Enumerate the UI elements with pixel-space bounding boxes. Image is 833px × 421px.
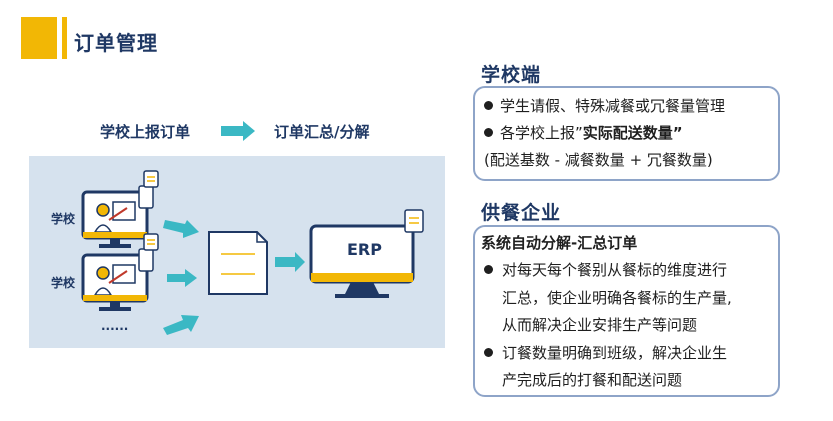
school-item-1: 学生请假、特殊减餐或冗餐量管理: [500, 97, 726, 115]
school-monitor-icon: [81, 190, 149, 248]
phone-order-icon: [138, 233, 159, 272]
school-label: 学校: [51, 276, 76, 290]
bullet-icon: [484, 348, 493, 357]
school-item-2: 各学校上报”实际配送数量”: [500, 124, 683, 142]
bullet-icon: [484, 265, 493, 274]
flow-label-order-summary: 订单汇总/分解: [274, 123, 370, 141]
title-accent-block: [21, 17, 57, 59]
supplier-heading: 系统自动分解-汇总订单: [481, 234, 638, 252]
erp-label: ERP: [347, 240, 382, 259]
school-section-box: [473, 86, 780, 181]
phone-order-icon: [138, 170, 159, 209]
bullet-icon: [484, 101, 493, 110]
order-flow-diagram: 学校 学校 ...... ERP: [29, 156, 445, 348]
flow-arrow-icon: [221, 121, 255, 141]
school-item-2-detail: (配送基数 - 减餐数量 + 冗餐数量): [484, 151, 713, 169]
supplier-item-1-line-3: 从而解决企业安排生产等问题: [502, 316, 698, 334]
supplier-item-1-line-2: 汇总，使企业明确各餐标的生产量,: [502, 289, 732, 307]
supplier-item-1-line-1: 对每天每个餐别从餐标的维度进行: [502, 261, 728, 279]
flow-arrow-icon: [163, 220, 199, 335]
school-monitor-icon: [81, 253, 149, 311]
bullet-icon: [484, 128, 493, 137]
school-label: 学校: [51, 212, 76, 226]
page-title: 订单管理: [74, 31, 158, 55]
title-accent-bar: [62, 17, 67, 59]
erp-monitor-icon: [309, 224, 415, 298]
more-schools-ellipsis: ......: [101, 319, 129, 333]
supplier-item-2-line-1: 订餐数量明确到班级，解决企业生: [502, 344, 728, 362]
summary-document-icon: [208, 231, 268, 295]
erp-note-icon: [404, 209, 424, 233]
supplier-section-box: [473, 225, 780, 397]
supplier-section-title: 供餐企业: [481, 202, 562, 224]
flow-arrow-icon: [275, 252, 305, 272]
supplier-item-2-line-2: 产完成后的打餐和配送问题: [502, 371, 683, 389]
flow-label-school-report: 学校上报订单: [100, 123, 191, 141]
school-section-title: 学校端: [481, 64, 542, 86]
